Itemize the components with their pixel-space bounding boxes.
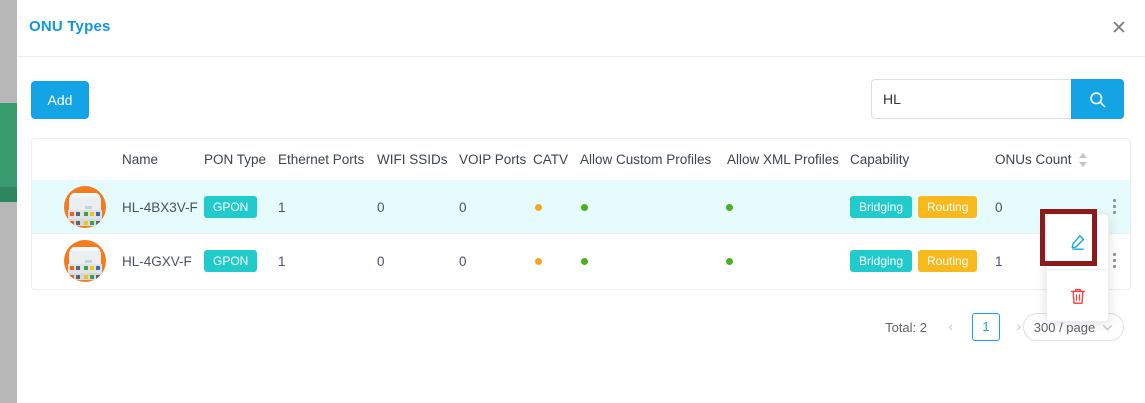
close-icon[interactable]: ✕ (1111, 17, 1127, 39)
cell-onus-count: 0 (995, 200, 1003, 215)
cell-allow-custom-profiles-indicator (581, 204, 588, 211)
onu-types-modal: ONU Types ✕ Add (17, 0, 1145, 403)
tag-capability-routing: Routing (918, 196, 978, 218)
search-button[interactable] (1071, 79, 1124, 119)
column-header-wifi-ssids: WIFI SSIDs (377, 152, 448, 167)
cell-allow-xml-profiles-indicator (726, 204, 733, 211)
delete-menu-item[interactable] (1047, 269, 1108, 323)
cell-allow-xml-profiles-indicator (726, 258, 733, 265)
cell-voip-ports: 0 (459, 254, 467, 269)
cell-wifi-ssids: 0 (377, 200, 385, 215)
cell-catv-indicator (535, 204, 542, 211)
column-header-allow-custom-profiles: Allow Custom Profiles (580, 152, 712, 167)
column-header-ethernet-ports: Ethernet Ports (278, 152, 365, 167)
edit-menu-item[interactable] (1047, 215, 1108, 269)
chevron-down-icon (1103, 324, 1113, 331)
onus-count-sort-icon[interactable] (1078, 150, 1088, 170)
pagination-total: Total: 2 (885, 320, 927, 335)
column-header-pon-type: PON Type (204, 152, 267, 167)
search-input[interactable] (871, 79, 1071, 119)
table-header-row: Name PON Type Ethernet Ports WIFI SSIDs … (32, 139, 1130, 181)
pencil-edit-icon (1071, 235, 1084, 250)
row-divider (32, 233, 1130, 234)
tag-capability-bridging: Bridging (850, 196, 913, 218)
background-sidebar-green (0, 103, 17, 187)
table-row[interactable]: HL-4BX3V-F GPON 1 0 0 Bridging Routing 0 (32, 180, 1130, 234)
header-divider (17, 56, 1145, 57)
row-actions-kebab-menu-icon[interactable] (1106, 194, 1122, 218)
cell-name: HL-4BX3V-F (122, 200, 198, 215)
chevron-right-icon[interactable]: › (1016, 318, 1021, 334)
background-sidebar-green-dark (0, 187, 17, 202)
trash-delete-icon (1070, 288, 1085, 304)
tag-pon-type: GPON (204, 196, 258, 218)
tag-pon-type: GPON (204, 250, 258, 272)
pagination-page-1[interactable]: 1 (972, 313, 1000, 341)
table-row[interactable]: HL-4GXV-F GPON 1 0 0 Bridging Routing 1 (32, 234, 1130, 288)
modal-header: ONU Types ✕ (17, 0, 1145, 56)
column-header-catv: CATV (533, 152, 569, 167)
onu-device-icon (64, 240, 106, 282)
cell-ethernet-ports: 1 (278, 200, 286, 215)
search-box (871, 79, 1124, 119)
cell-ethernet-ports: 1 (278, 254, 286, 269)
cell-voip-ports: 0 (459, 200, 467, 215)
row-actions-dropdown (1046, 214, 1109, 322)
tag-capability-routing: Routing (918, 250, 978, 272)
page-size-label: 300 / page (1033, 319, 1096, 335)
tag-capability-bridging: Bridging (850, 250, 913, 272)
cell-wifi-ssids: 0 (377, 254, 385, 269)
cell-name: HL-4GXV-F (122, 254, 192, 269)
column-header-allow-xml-profiles: Allow XML Profiles (727, 152, 840, 167)
cell-allow-custom-profiles-indicator (581, 258, 588, 265)
column-header-onus-count: ONUs Count (995, 152, 1072, 167)
add-button[interactable]: Add (31, 81, 89, 119)
search-icon (1090, 91, 1106, 107)
column-header-name: Name (122, 152, 159, 167)
page-title: ONU Types (29, 18, 111, 35)
column-header-voip-ports: VOIP Ports (459, 152, 527, 167)
onu-device-icon (64, 186, 106, 228)
column-header-capability: Capability (850, 152, 910, 167)
row-actions-kebab-menu-icon[interactable] (1106, 248, 1122, 272)
chevron-left-icon[interactable]: ‹ (948, 318, 953, 334)
cell-catv-indicator (535, 258, 542, 265)
toolbar: Add (17, 56, 1145, 165)
dropdown-divider (1047, 269, 1108, 270)
pagination: Total: 2 ‹ 1 › 300 / page (17, 305, 1131, 349)
onu-types-table: Name PON Type Ethernet Ports WIFI SSIDs … (31, 138, 1131, 290)
cell-onus-count: 1 (995, 254, 1003, 269)
